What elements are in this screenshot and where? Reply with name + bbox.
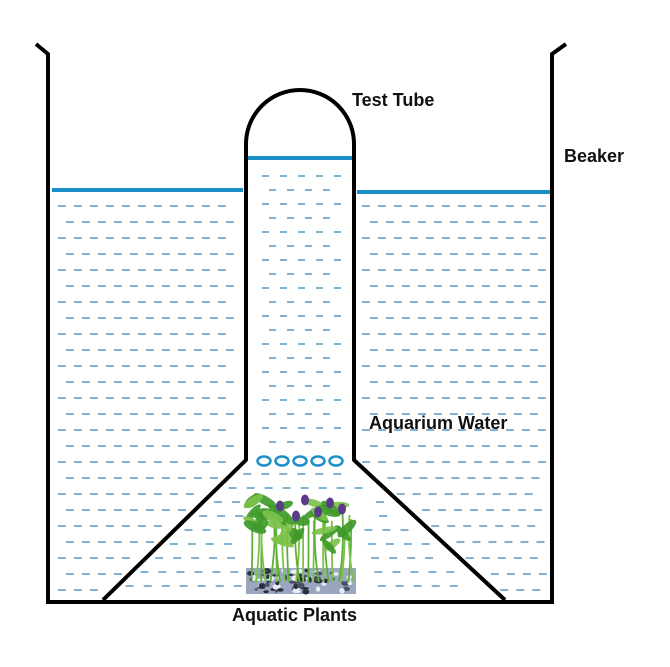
aquatic-plants (243, 493, 357, 595)
gravel-stone (296, 582, 305, 589)
beaker (34, 42, 568, 604)
bubble (274, 455, 290, 467)
gravel-stone (341, 581, 350, 587)
gravel-stone (246, 571, 255, 576)
plant-stem (338, 512, 344, 583)
bubble (256, 455, 272, 467)
plant-flower (326, 497, 334, 509)
gravel-stone (298, 569, 303, 574)
gravel-stone (258, 582, 266, 589)
plant-leaf (311, 526, 338, 535)
plant-leaf (262, 510, 284, 523)
gravel-stone (333, 572, 339, 576)
gravel-stone (292, 589, 301, 594)
plant-leaf (270, 537, 294, 548)
aquatic-plants-label: Aquatic Plants (232, 605, 358, 625)
plant-leaf (246, 504, 261, 520)
bubble (310, 455, 326, 467)
aquarium-water-label: Aquarium Water (369, 413, 508, 433)
gravel-stone (347, 581, 353, 586)
plant-leaf (334, 525, 351, 541)
gravel-stone (315, 586, 321, 592)
gravel-stone (323, 578, 328, 584)
gravel-stone (265, 581, 270, 587)
plant-leaf (322, 539, 336, 554)
gravel-stone (302, 589, 310, 595)
gravel-stone (339, 587, 345, 594)
gravel-stone (272, 583, 281, 590)
plant-leaf (278, 521, 295, 539)
gravel-stone (254, 588, 258, 591)
gravel-stone (264, 569, 268, 572)
gravel-stone (266, 574, 270, 579)
gravel-stone (321, 582, 327, 586)
oxygen-bubbles (256, 455, 344, 467)
gravel-stone (288, 573, 294, 576)
plant-flower (292, 510, 300, 522)
plant-flower (301, 494, 309, 506)
gravel-stone (292, 580, 301, 584)
plant-flower (314, 506, 322, 518)
beaker-label: Beaker (564, 146, 625, 166)
bubble (292, 455, 308, 467)
plant-flower (338, 503, 346, 515)
test-tube-label: Test Tube (352, 90, 435, 110)
plant-stem (347, 514, 355, 583)
water-dashes (58, 175, 547, 591)
gravel-bed (246, 568, 356, 595)
plant-stem (250, 511, 254, 583)
test-tube (101, 88, 507, 602)
plant-flower (276, 500, 284, 512)
bubble (328, 455, 344, 467)
plant-flowers (276, 494, 346, 522)
plant-leaf (243, 494, 264, 509)
plant-leaf (243, 520, 267, 534)
gravel-stone (263, 590, 269, 594)
gravel-stone (277, 588, 284, 592)
gravel-stone (274, 589, 278, 593)
